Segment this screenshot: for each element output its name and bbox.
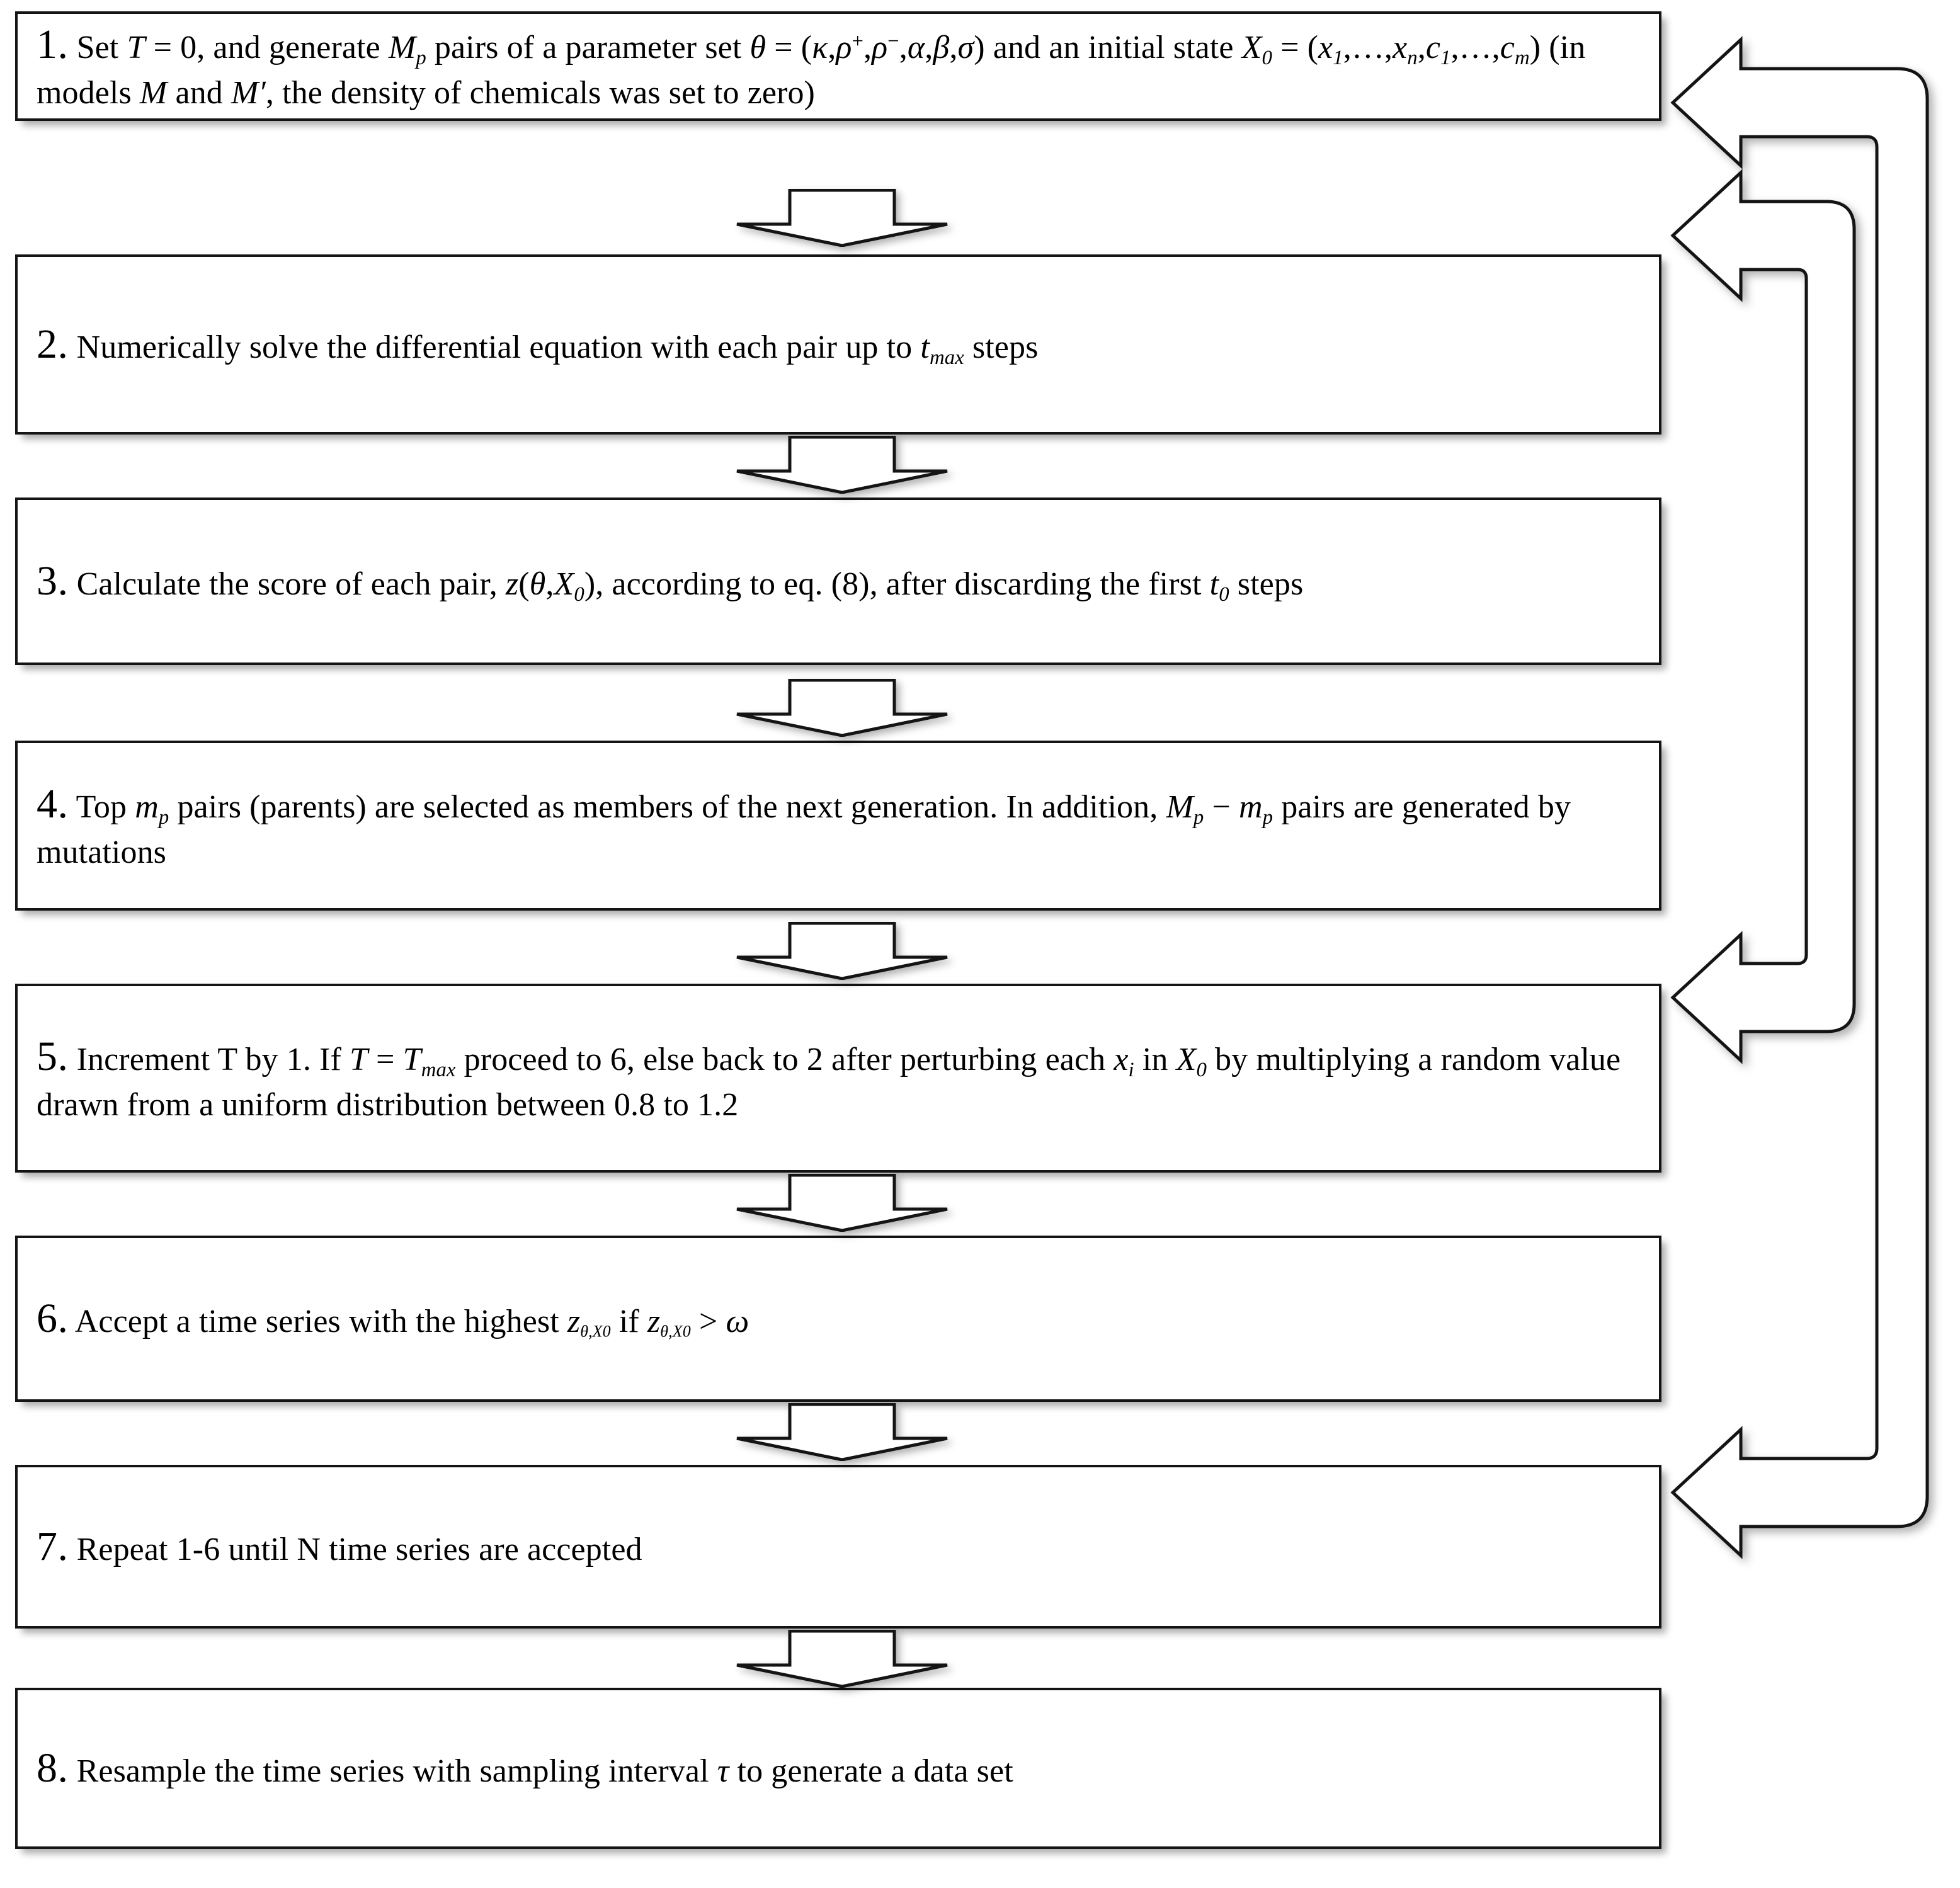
step-6-number: 6.: [37, 1295, 69, 1342]
feedback-arrow-step7-to-step1: [1658, 15, 1957, 1577]
arrow-step7-to-step8: [736, 1630, 949, 1688]
step-5-number: 5.: [37, 1033, 69, 1080]
step-5-body: Increment T by 1. If T = Tmax proceed to…: [37, 1042, 1621, 1123]
step-box-8[interactable]: 8. Resample the time series with samplin…: [15, 1688, 1661, 1849]
step-7-body: Repeat 1-6 until N time series are accep…: [76, 1532, 642, 1568]
step-box-3[interactable]: 3. Calculate the score of each pair, z(θ…: [15, 498, 1661, 665]
step-3-body: Calculate the score of each pair, z(θ,X0…: [76, 566, 1304, 606]
step-7-text: 7. Repeat 1-6 until N time series are ac…: [18, 1520, 659, 1574]
step-6-body: Accept a time series with the highest zθ…: [74, 1304, 749, 1341]
step-6-text: 6. Accept a time series with the highest…: [18, 1292, 765, 1346]
step-2-body: Numerically solve the differential equat…: [76, 329, 1039, 369]
step-4-number: 4.: [37, 781, 69, 827]
step-4-text: 4. Top mp pairs (parents) are selected a…: [18, 777, 1659, 873]
step-box-2[interactable]: 2. Numerically solve the differential eq…: [15, 254, 1661, 435]
step-2-number: 2.: [37, 321, 69, 368]
arrow-step6-to-step7: [736, 1403, 949, 1461]
step-5-text: 5. Increment T by 1. If T = Tmax proceed…: [18, 1030, 1659, 1126]
arrow-step4-to-step5: [736, 922, 949, 980]
step-box-4[interactable]: 4. Top mp pairs (parents) are selected a…: [15, 741, 1661, 911]
step-1-text: 1. Set T = 0, and generate Mp pairs of a…: [18, 18, 1659, 114]
step-8-body: Resample the time series with sampling i…: [76, 1753, 1013, 1790]
step-8-number: 8.: [37, 1745, 69, 1792]
arrow-step5-to-step6: [736, 1174, 949, 1232]
step-7-number: 7.: [37, 1523, 69, 1570]
arrow-step2-to-step3: [736, 436, 949, 494]
step-1-body: Set T = 0, and generate Mp pairs of a pa…: [37, 30, 1586, 111]
step-2-text: 2. Numerically solve the differential eq…: [18, 317, 1054, 372]
step-box-5[interactable]: 5. Increment T by 1. If T = Tmax proceed…: [15, 984, 1661, 1173]
step-1-number: 1.: [37, 21, 69, 68]
step-box-7[interactable]: 7. Repeat 1-6 until N time series are ac…: [15, 1465, 1661, 1629]
step-box-1[interactable]: 1. Set T = 0, and generate Mp pairs of a…: [15, 11, 1661, 121]
step-4-body: Top mp pairs (parents) are selected as m…: [37, 789, 1571, 871]
step-3-number: 3.: [37, 558, 69, 605]
feedback-arrow-step5-to-step2: [1658, 149, 1897, 1087]
step-box-6[interactable]: 6. Accept a time series with the highest…: [15, 1236, 1661, 1402]
step-3-text: 3. Calculate the score of each pair, z(θ…: [18, 554, 1319, 608]
arrow-step1-to-step2: [736, 189, 949, 247]
step-8-text: 8. Resample the time series with samplin…: [18, 1741, 1030, 1795]
arrow-step3-to-step4: [736, 679, 949, 737]
